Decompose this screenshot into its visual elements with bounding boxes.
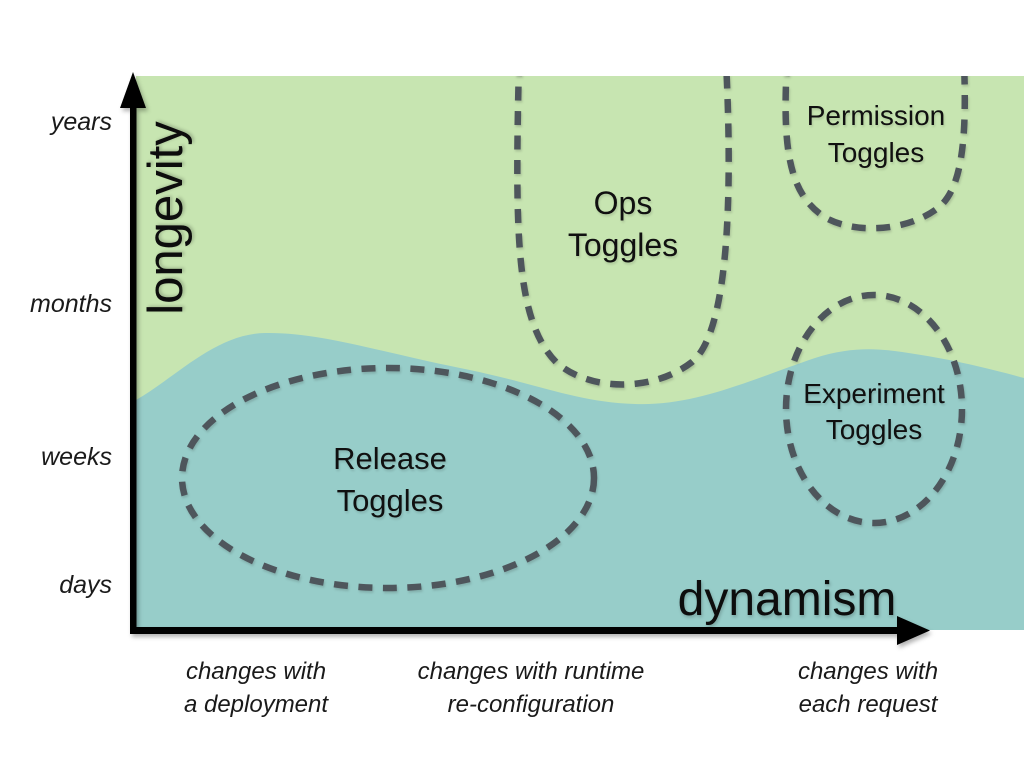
x-tick-runtime-line2: re-configuration (447, 691, 615, 718)
permission-toggles-line2: Toggles (827, 137, 925, 168)
y-axis-title: longevity (139, 121, 193, 315)
x-axis-line (130, 627, 902, 634)
experiment-toggles-line2: Toggles (825, 414, 923, 445)
x-tick-request-line2: each request (798, 691, 938, 718)
experiment-toggles-label: Experiment Toggles (724, 376, 1024, 448)
y-tick-weeks: weeks (41, 443, 112, 471)
x-tick-runtime-line1: changes with runtime (417, 658, 645, 685)
experiment-toggles-line1: Experiment (803, 378, 945, 409)
y-axis-arrowhead (120, 72, 146, 108)
x-tick-request-line1: changes with (797, 658, 939, 685)
ops-toggles-label: Ops Toggles (473, 182, 773, 266)
permission-toggles-outline (782, 76, 969, 232)
x-tick-deployment-line1: changes with (185, 658, 327, 685)
x-tick-request: changes with each request (708, 655, 1024, 721)
x-tick-runtime: changes with runtime re-configuration (371, 655, 691, 721)
release-toggles-line2: Toggles (336, 483, 444, 518)
y-axis-line (130, 96, 137, 634)
ops-toggles-line1: Ops (593, 185, 653, 221)
release-toggles-line1: Release (333, 441, 447, 476)
category-outlines (178, 76, 969, 592)
permission-toggles-label: Permission Toggles (726, 97, 1024, 171)
y-tick-days: days (59, 571, 112, 599)
x-tick-deployment: changes with a deployment (96, 655, 416, 721)
short-lived-region (136, 332, 1024, 630)
x-axis-title: dynamism (677, 573, 897, 626)
permission-toggles-line1: Permission (806, 100, 946, 131)
y-tick-years: years (50, 108, 112, 136)
ops-toggles-line2: Toggles (567, 227, 679, 263)
x-tick-deployment-line2: a deployment (183, 691, 329, 718)
axes (120, 72, 930, 645)
y-tick-months: months (30, 290, 112, 318)
release-toggles-label: Release Toggles (240, 438, 540, 522)
experiment-toggles-outline (782, 291, 966, 527)
x-axis-arrowhead (897, 616, 930, 645)
ops-toggles-outline (514, 76, 732, 388)
release-toggles-outline (178, 364, 598, 592)
